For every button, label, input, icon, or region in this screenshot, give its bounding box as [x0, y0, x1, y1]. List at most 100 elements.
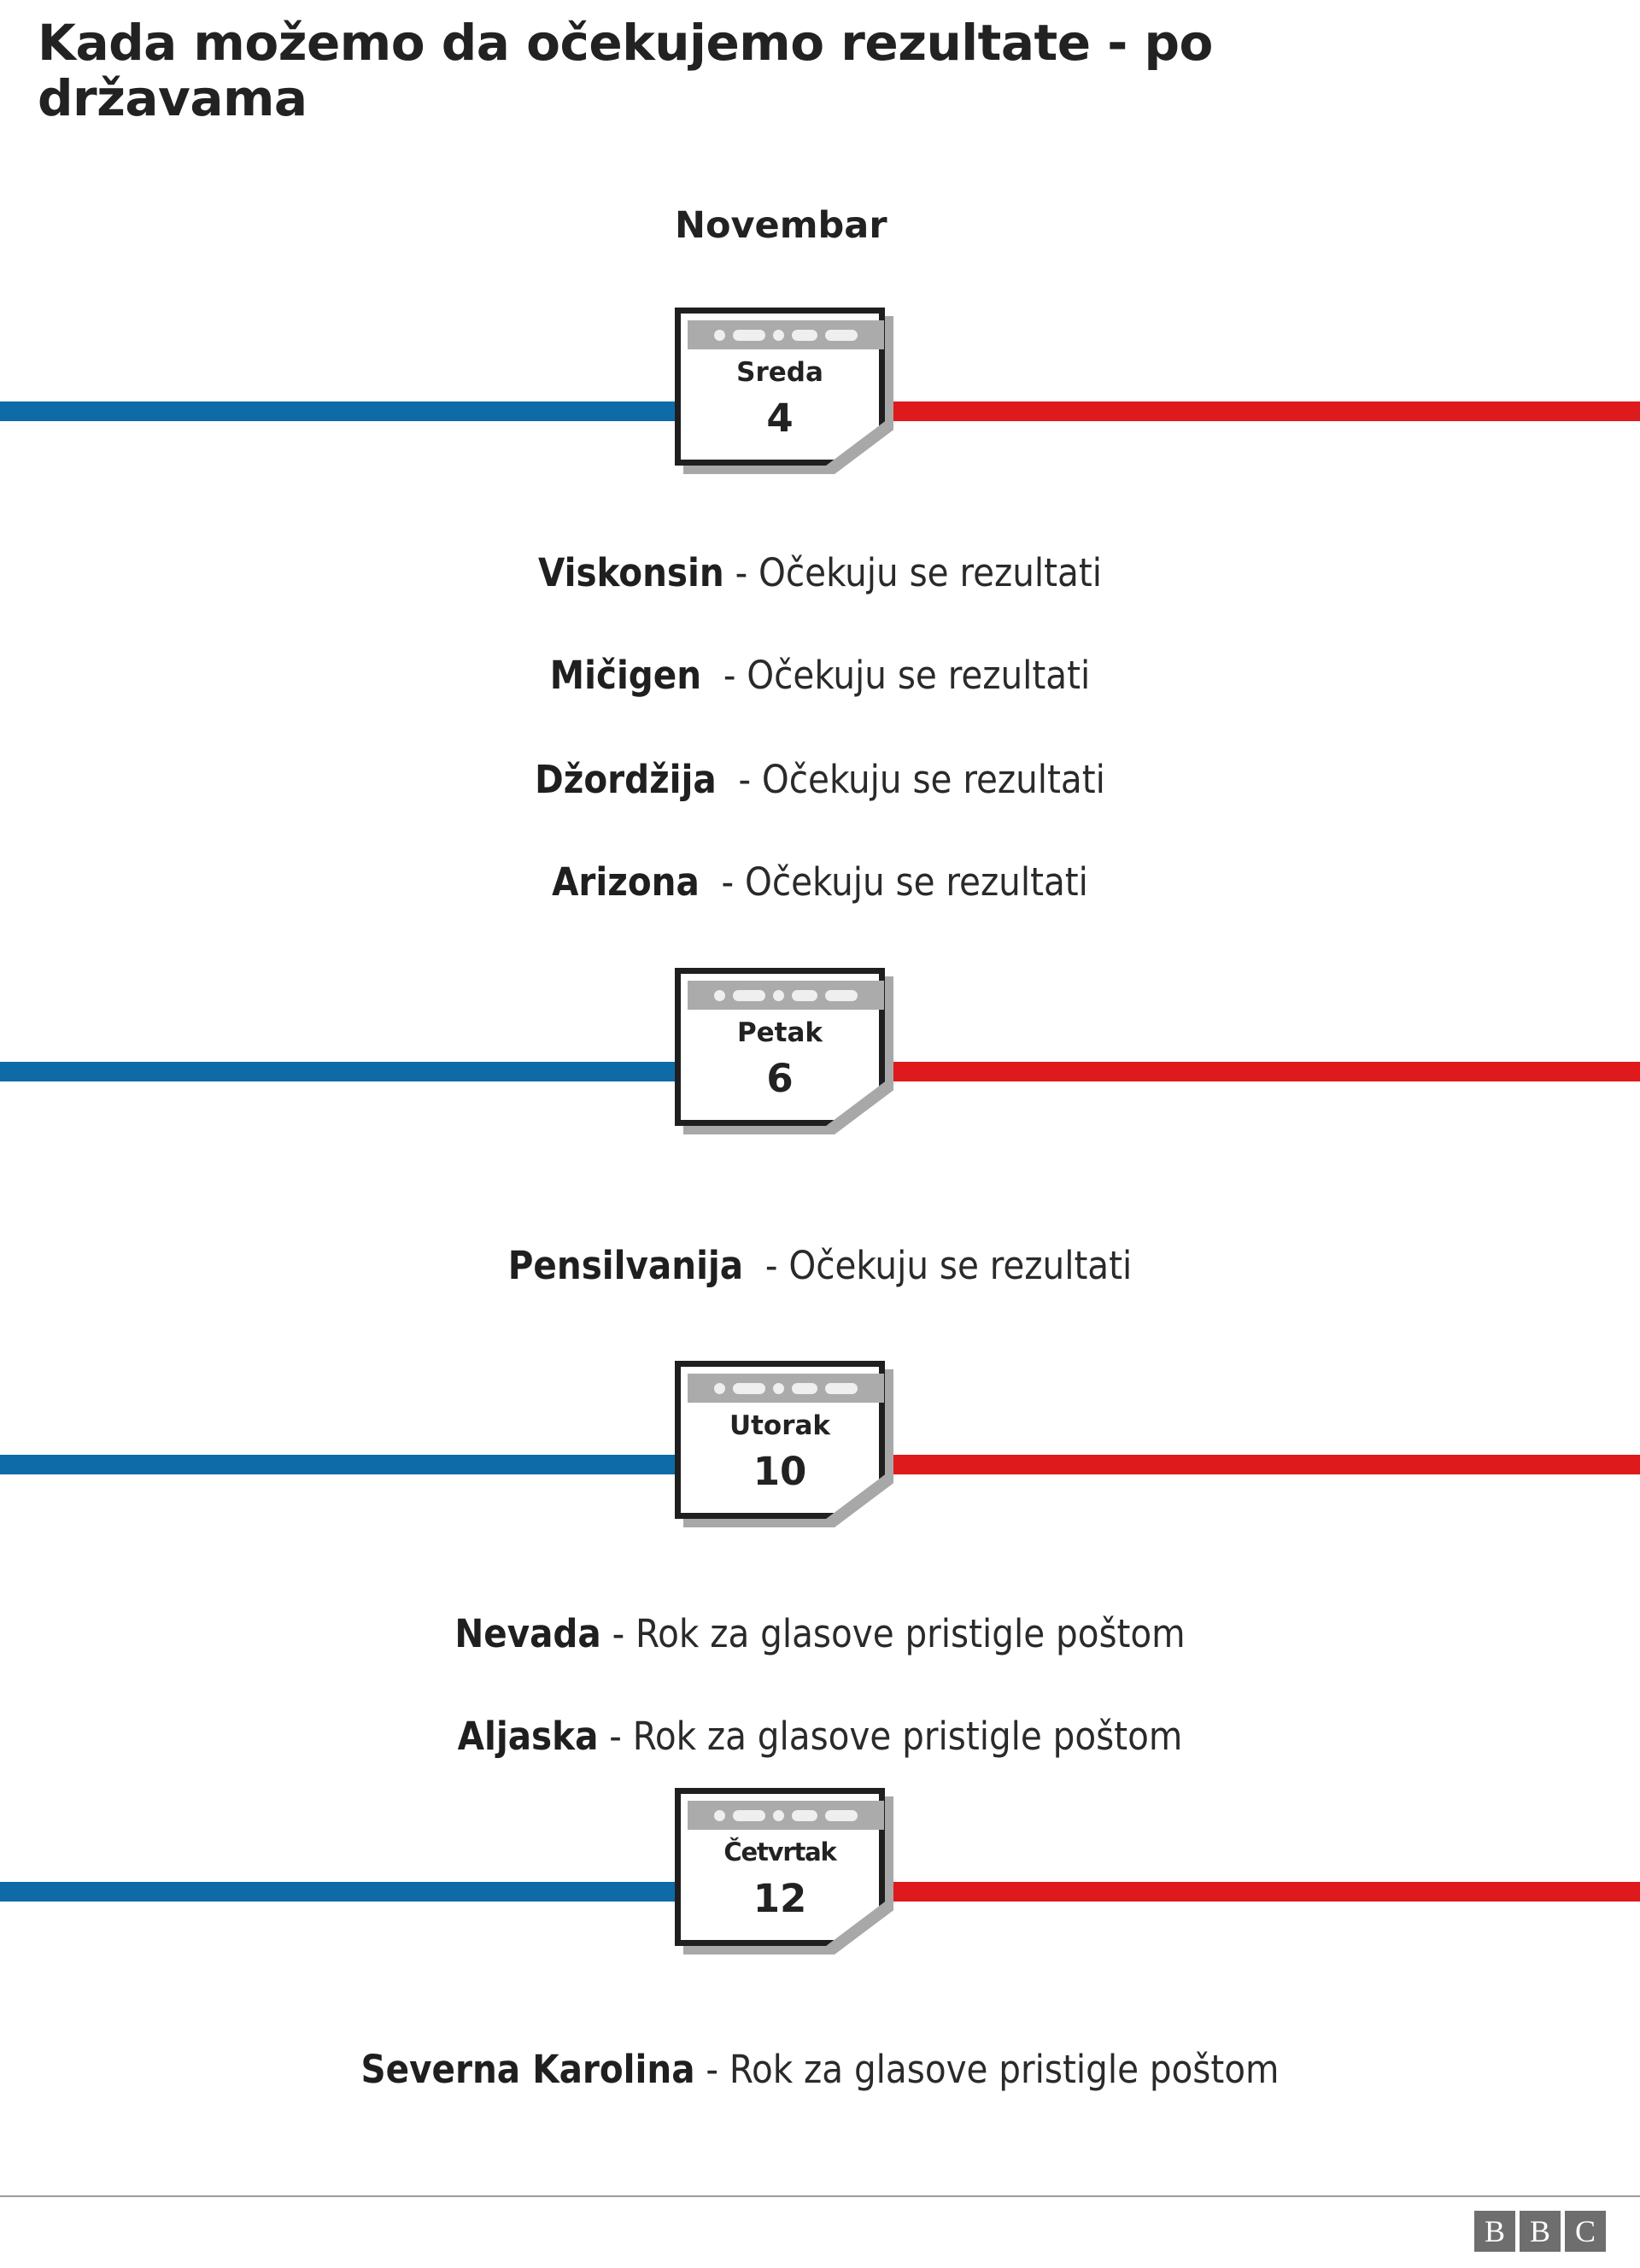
state-spacer	[743, 1243, 765, 1288]
calendar-binding-icon	[688, 320, 884, 349]
calendar-binding-icon	[688, 1801, 884, 1830]
timeline-segment-red	[885, 1455, 1640, 1474]
binding-ring-icon	[733, 1809, 765, 1821]
binding-ring-icon	[825, 989, 858, 1001]
state-separator-dash: -	[735, 550, 748, 595]
state-separator-dash: -	[609, 1714, 622, 1759]
bbc-logo-letter: C	[1565, 2211, 1606, 2252]
state-separator-dash: -	[721, 859, 735, 905]
binding-ring-icon	[825, 329, 858, 341]
timeline-segment-red	[885, 1882, 1640, 1902]
calendar-binding-icon	[688, 1374, 884, 1403]
state-spacer	[734, 859, 745, 905]
calendar-day-name: Petak	[736, 1017, 823, 1048]
state-description-text: Rok za glasove pristigle poštom	[729, 2047, 1280, 2092]
state-spacer	[601, 1611, 612, 1656]
state-spacer	[624, 1611, 636, 1656]
timeline-segment-blue	[0, 401, 675, 421]
binding-ring-icon	[773, 1809, 784, 1821]
binding-ring-icon	[792, 1809, 817, 1821]
state-name: Arizona	[552, 859, 700, 905]
state-description-text: Očekuju se rezultati	[788, 1243, 1133, 1288]
state-spacer	[735, 653, 747, 698]
calendar-day-number: 4	[766, 396, 794, 441]
binding-ring-icon	[773, 989, 784, 1001]
calendar-body: Petak 6	[675, 968, 885, 1126]
list-item: Nevada - Rok za glasove pristigle poštom	[0, 1615, 1640, 1653]
calendar-day-name: Četvrtak	[723, 1837, 836, 1867]
binding-ring-icon	[714, 1382, 725, 1394]
state-description-text: Očekuju se rezultati	[761, 757, 1105, 802]
month-label: Novembar	[675, 204, 887, 247]
timeline-segment-red	[885, 1062, 1640, 1081]
binding-ring-icon	[825, 1382, 858, 1394]
state-name: Viskonsin	[538, 550, 724, 595]
timeline-segment-blue	[0, 1882, 675, 1902]
calendar-body: Sreda 4	[675, 308, 885, 466]
calendar-day-name: Utorak	[729, 1410, 831, 1441]
calendar-body: Četvrtak 12	[675, 1788, 885, 1946]
state-description-text: Očekuju se rezultati	[758, 550, 1102, 595]
calendar-body: Utorak 10	[675, 1361, 885, 1519]
timeline-rule	[0, 1455, 1640, 1474]
timeline-rule	[0, 1062, 1640, 1081]
bbc-logo-letter: B	[1474, 2211, 1515, 2252]
list-item: Aljaska - Rok za glasove pristigle pošto…	[0, 1717, 1640, 1755]
list-item: Džordžija - Očekuju se rezultati	[0, 760, 1640, 799]
calendar-day-name: Sreda	[736, 357, 823, 388]
calendar-binding-icon	[688, 981, 884, 1010]
timeline-rule	[0, 1882, 1640, 1902]
state-description-text: Očekuju se rezultati	[744, 859, 1088, 905]
state-name: Mičigen	[549, 653, 702, 698]
binding-ring-icon	[733, 1382, 765, 1394]
state-name: Aljaska	[457, 1714, 599, 1759]
list-item: Pensilvanija - Očekuju se rezultati	[0, 1246, 1640, 1285]
state-spacer	[717, 757, 739, 802]
state-name: Pensilvanija	[507, 1243, 744, 1288]
binding-ring-icon	[773, 329, 784, 341]
state-description-text: Rok za glasove pristigle poštom	[636, 1611, 1186, 1656]
binding-ring-icon	[733, 989, 765, 1001]
timeline-rule	[0, 401, 1640, 421]
state-spacer	[777, 1243, 788, 1288]
binding-ring-icon	[792, 1382, 817, 1394]
list-item: Mičigen - Očekuju se rezultati	[0, 656, 1640, 694]
state-spacer	[751, 757, 762, 802]
page-title: Kada možemo da očekujemo rezultate - po …	[38, 14, 1213, 127]
binding-ring-icon	[773, 1382, 784, 1394]
calendar-day-number: 10	[753, 1449, 807, 1494]
list-item: Severna Karolina - Rok za glasove pristi…	[0, 2050, 1640, 2089]
state-spacer	[622, 1714, 633, 1759]
state-separator	[724, 550, 735, 595]
state-name: Nevada	[454, 1611, 601, 1656]
state-spacer	[695, 2047, 706, 2092]
binding-ring-icon	[792, 329, 817, 341]
calendar-day-number: 6	[766, 1056, 794, 1101]
state-separator-dash: -	[706, 2047, 719, 2092]
calendar-day-number: 12	[753, 1876, 807, 1921]
state-description	[747, 550, 758, 595]
bbc-logo: B B C	[1474, 2211, 1606, 2252]
state-spacer	[700, 859, 722, 905]
timeline-segment-blue	[0, 1455, 675, 1474]
state-name: Džordžija	[535, 757, 717, 802]
state-spacer	[701, 653, 723, 698]
state-description-text: Rok za glasove pristigle poštom	[632, 1714, 1183, 1759]
binding-ring-icon	[733, 329, 765, 341]
binding-ring-icon	[792, 989, 817, 1001]
binding-ring-icon	[714, 329, 725, 341]
timeline-segment-red	[885, 401, 1640, 421]
state-separator-dash: -	[738, 757, 752, 802]
state-spacer	[598, 1714, 609, 1759]
binding-ring-icon	[714, 989, 725, 1001]
state-name: Severna Karolina	[360, 2047, 695, 2092]
state-spacer	[718, 2047, 729, 2092]
state-separator-dash: -	[723, 653, 736, 698]
footer-divider	[0, 2195, 1640, 2197]
state-separator-dash: -	[764, 1243, 778, 1288]
timeline-segment-blue	[0, 1062, 675, 1081]
binding-ring-icon	[825, 1809, 858, 1821]
state-description-text: Očekuju se rezultati	[747, 653, 1091, 698]
list-item: Viskonsin - Očekuju se rezultati	[0, 554, 1640, 592]
